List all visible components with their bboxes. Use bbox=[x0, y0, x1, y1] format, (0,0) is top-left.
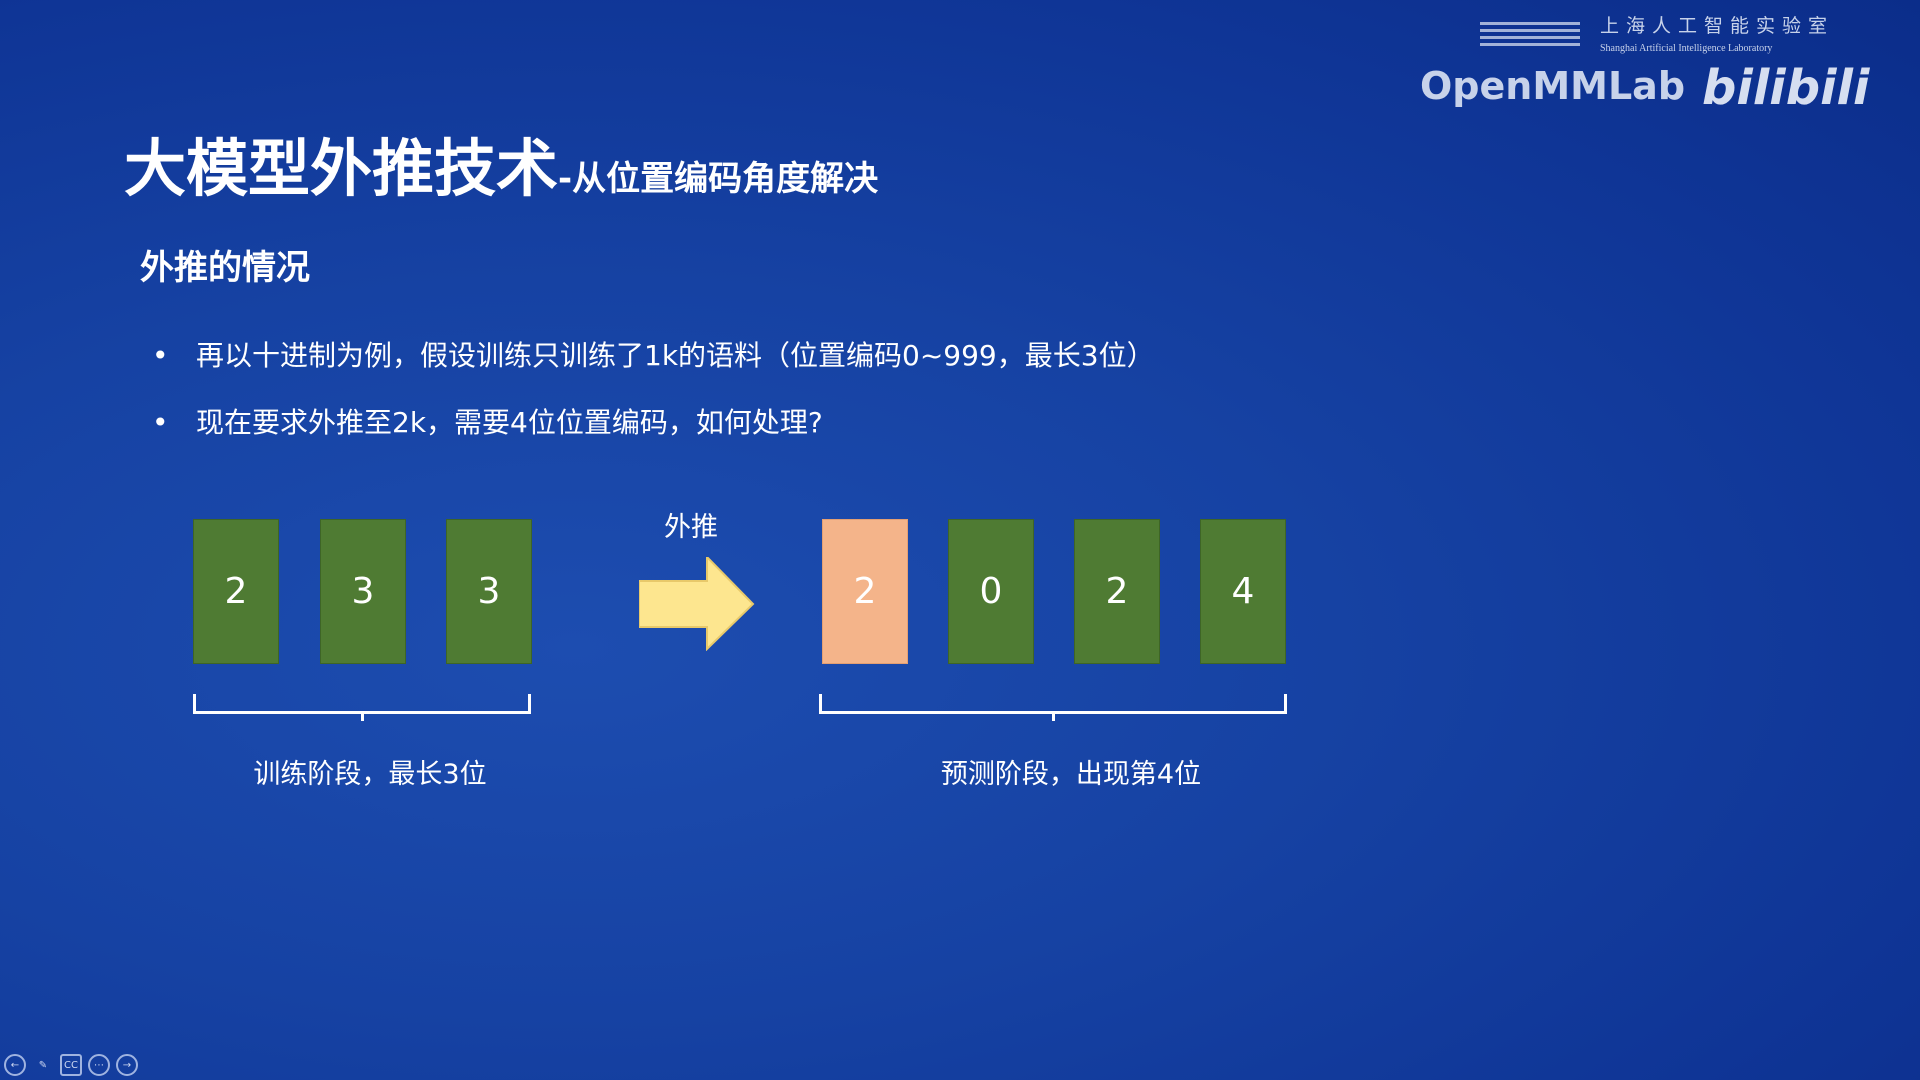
lab-cn-name: 上海人工智能实验室 bbox=[1600, 15, 1835, 37]
predict-label: 预测阶段，出现第4位 bbox=[940, 759, 1202, 790]
arrow-label: 外推 bbox=[664, 512, 718, 543]
predict-digit: 4 bbox=[1200, 519, 1286, 664]
right-arrow-icon bbox=[639, 557, 755, 651]
title-main: 大模型外推技术 bbox=[124, 132, 559, 205]
section-heading: 外推的情况 bbox=[140, 248, 310, 288]
more-icon[interactable]: ⋯ bbox=[88, 1054, 110, 1076]
title-sub: -从位置编码角度解决 bbox=[558, 159, 879, 199]
predict-brace bbox=[819, 694, 1287, 721]
brand-name: OpenMMLab bbox=[1420, 64, 1686, 108]
next-icon[interactable]: → bbox=[116, 1054, 138, 1076]
train-brace bbox=[193, 694, 531, 721]
bullet-item: •现在要求外推至2k，需要4位位置编码，如何处理? bbox=[152, 406, 823, 439]
slide-title: 大模型外推技术-从位置编码角度解决 bbox=[124, 118, 878, 208]
prev-icon[interactable]: ← bbox=[4, 1054, 26, 1076]
bilibili-watermark: bilibili bbox=[1702, 60, 1870, 116]
logo-area: 上海人工智能实验室 Shanghai Artificial Intelligen… bbox=[1410, 16, 1890, 126]
predict-digit-new: 2 bbox=[822, 519, 908, 664]
pen-icon[interactable]: ✎ bbox=[38, 1059, 48, 1071]
lab-en-name: Shanghai Artificial Intelligence Laborat… bbox=[1600, 43, 1773, 54]
openmmlab-logo bbox=[1480, 22, 1580, 46]
train-digit: 2 bbox=[193, 519, 279, 664]
predict-digit: 0 bbox=[948, 519, 1034, 664]
bullet-text: 现在要求外推至2k，需要4位位置编码，如何处理? bbox=[196, 406, 823, 439]
bullet-text: 再以十进制为例，假设训练只训练了1k的语料（位置编码0~999，最长3位） bbox=[196, 339, 1155, 372]
train-digit: 3 bbox=[320, 519, 406, 664]
train-label: 训练阶段，最长3位 bbox=[253, 759, 487, 790]
predict-digit: 2 bbox=[1074, 519, 1160, 664]
slideshow-toolbar: ← ✎ CC ⋯ → bbox=[4, 1054, 138, 1076]
bullet-item: •再以十进制为例，假设训练只训练了1k的语料（位置编码0~999，最长3位） bbox=[152, 339, 1155, 372]
train-digit: 3 bbox=[446, 519, 532, 664]
cc-icon[interactable]: CC bbox=[60, 1054, 82, 1076]
